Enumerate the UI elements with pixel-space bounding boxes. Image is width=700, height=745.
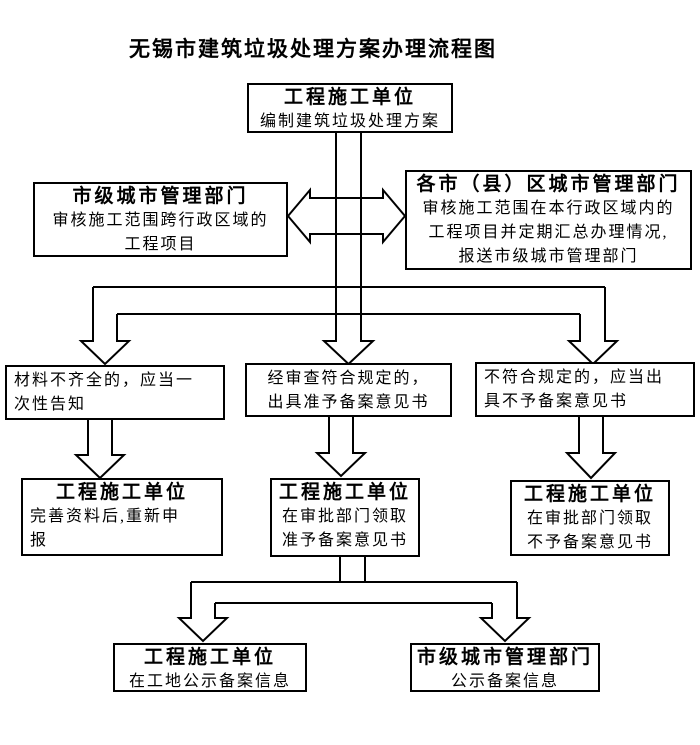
box-district-dept: 各市（县）区城市管理部门 审核施工范围在本行政区域内的 工程项目并定期汇总办理情… bbox=[405, 170, 692, 270]
box-city-dept-heading: 市级城市管理部门 bbox=[72, 186, 249, 207]
box-plan: 工程施工单位 编制建筑垃圾处理方案 bbox=[247, 83, 453, 133]
box-act-receive-approval-heading: 工程施工单位 bbox=[278, 482, 411, 503]
box-act-receive-approval-line: 在审批部门领取 bbox=[281, 508, 408, 525]
arrow-plan-to-review-down bbox=[321, 133, 376, 366]
box-plan-line: 编制建筑垃圾处理方案 bbox=[259, 113, 440, 130]
box-publish-site-heading: 工程施工单位 bbox=[143, 647, 276, 668]
box-act-receive-approval-line: 准予备案意见书 bbox=[281, 532, 408, 549]
box-act-resubmit-line: 报 bbox=[30, 532, 49, 549]
box-publish-city: 市级城市管理部门 公示备案信息 bbox=[410, 643, 600, 692]
box-publish-city-heading: 市级城市管理部门 bbox=[416, 647, 593, 668]
page-title: 无锡市建筑垃圾处理方案办理流程图 bbox=[129, 37, 497, 61]
box-cond-incomplete: 材料不齐全的，应当一 次性告知 bbox=[5, 365, 225, 420]
box-city-dept: 市级城市管理部门 审核施工范围跨行政区域的 工程项目 bbox=[33, 182, 288, 257]
box-act-receive-rejection: 工程施工单位 在审批部门领取 不予备案意见书 bbox=[510, 480, 670, 556]
box-city-dept-line: 工程项目 bbox=[124, 236, 197, 253]
box-cond-approved-line: 出具准予备案意见书 bbox=[267, 394, 430, 411]
box-city-dept-line: 审核施工范围跨行政区域的 bbox=[52, 212, 269, 229]
box-cond-rejected: 不符合规定的，应当出 具不予备案意见书 bbox=[475, 362, 695, 417]
box-district-dept-line: 审核施工范围在本行政区域内的 bbox=[422, 200, 675, 217]
box-cond-incomplete-line: 材料不齐全的，应当一 bbox=[14, 372, 195, 389]
arrow-rejected-down bbox=[564, 417, 618, 480]
box-cond-approved-line: 经审查符合规定的， bbox=[267, 370, 430, 387]
box-district-dept-heading: 各市（县）区城市管理部门 bbox=[416, 174, 681, 195]
box-cond-incomplete-line: 次性告知 bbox=[14, 396, 87, 413]
box-act-receive-rejection-heading: 工程施工单位 bbox=[523, 484, 656, 505]
distributor-band-arrows bbox=[78, 286, 620, 366]
box-cond-rejected-line: 具不予备案意见书 bbox=[484, 393, 629, 410]
box-district-dept-line: 工程项目并定期汇总办理情况, bbox=[428, 224, 669, 241]
box-act-resubmit-line: 完善资料后,重新申 bbox=[30, 508, 181, 525]
box-publish-site-line: 在工地公示备案信息 bbox=[128, 673, 291, 690]
box-act-resubmit-heading: 工程施工单位 bbox=[55, 482, 188, 503]
arrow-incomplete-down bbox=[73, 420, 127, 480]
box-district-dept-line: 报送市级城市管理部门 bbox=[458, 248, 639, 265]
arrow-approved-down bbox=[314, 417, 368, 478]
box-act-receive-rejection-line: 在审批部门领取 bbox=[526, 510, 653, 527]
box-cond-approved: 经审查符合规定的， 出具准予备案意见书 bbox=[245, 363, 452, 417]
box-publish-city-line: 公示备案信息 bbox=[450, 673, 559, 690]
box-plan-heading: 工程施工单位 bbox=[283, 87, 416, 108]
arrow-double-horizontal bbox=[286, 187, 407, 245]
box-act-resubmit: 工程施工单位 完善资料后,重新申 报 bbox=[21, 478, 223, 556]
box-act-receive-approval: 工程施工单位 在审批部门领取 准予备案意见书 bbox=[270, 478, 420, 557]
collector-band-arrows bbox=[176, 557, 532, 643]
box-act-receive-rejection-line: 不予备案意见书 bbox=[526, 534, 653, 551]
box-cond-rejected-line: 不符合规定的，应当出 bbox=[484, 369, 665, 386]
box-publish-site: 工程施工单位 在工地公示备案信息 bbox=[113, 643, 307, 692]
